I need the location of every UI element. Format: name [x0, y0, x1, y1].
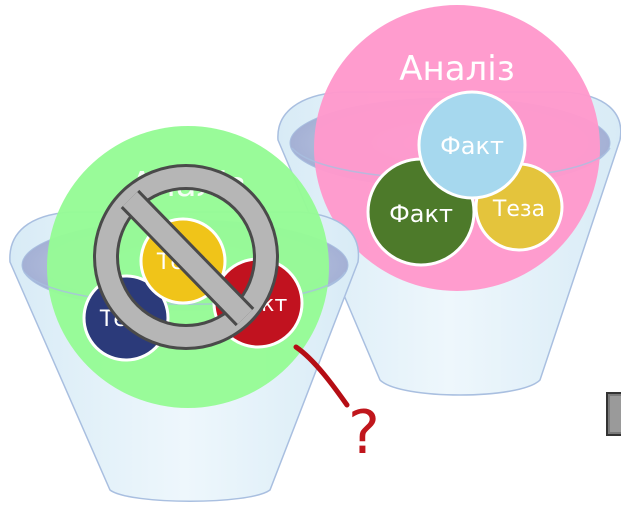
- right-analysis-title: Аналіз: [399, 49, 515, 89]
- right-ball-fact-blue-label: Факт: [440, 132, 504, 160]
- question-mark: ?: [348, 398, 380, 468]
- right-ball-fact-blue: Факт: [417, 90, 527, 200]
- right-ball-thesis-label: Теза: [492, 197, 545, 222]
- no-entry-icon: [93, 164, 279, 350]
- pointer-line: [293, 344, 350, 408]
- right-ball-fact-green-label: Факт: [389, 200, 453, 228]
